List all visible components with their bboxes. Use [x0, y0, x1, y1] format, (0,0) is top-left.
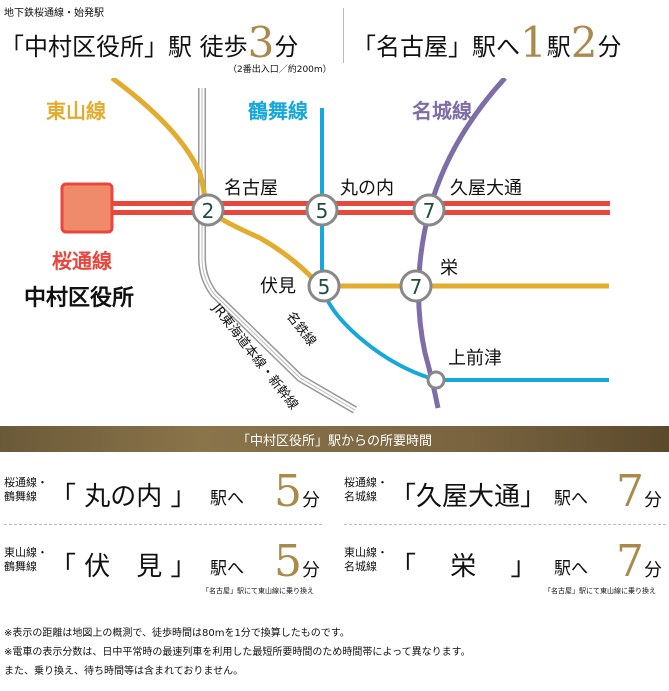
entry-minutes: 7	[616, 536, 644, 587]
station-nagoya: 2	[191, 193, 225, 227]
entry-line-1: 桜通線・	[344, 476, 388, 489]
entry-minutes: 5	[274, 536, 302, 587]
entry-station: 「 丸の内 」	[50, 482, 197, 512]
entry-minutes: 7	[616, 466, 644, 517]
time-entry-sakae: 東山線・ 名城線 「 栄 」 駅へ 7 分 「名古屋」駅にて東山線に乗り換え	[344, 540, 666, 596]
entry-unit: 分	[302, 560, 320, 581]
entry-suffix: 駅へ	[210, 559, 244, 579]
entry-line-2: 名城線	[344, 490, 377, 503]
time-entry-hisaya: 桜通線・ 名城線 「久屋大通」 駅へ 7 分	[344, 470, 666, 516]
label-sakae: 栄	[440, 258, 458, 279]
entry-station: 「久屋大通」	[390, 482, 547, 512]
header-nagoya: 「名古屋」駅へ1駅2分	[352, 22, 621, 64]
right-unit: 分	[597, 33, 622, 61]
entry-line-1: 桜通線・	[4, 476, 48, 489]
time-entry-marunouchi: 桜通線・ 鶴舞線 「 丸の内 」 駅へ 5 分	[4, 470, 324, 516]
label-tsurumai: 鶴舞線	[248, 99, 308, 123]
walk-unit: 分	[274, 33, 299, 61]
entry-note: 「名古屋」駅にて東山線に乗り換え	[202, 587, 314, 595]
label-meijo: 名城線	[412, 99, 472, 123]
label-fushimi: 伏見	[260, 276, 296, 297]
entry-lines: 桜通線・ 名城線	[344, 476, 388, 504]
label-sakuradori: 桜通線	[52, 249, 112, 273]
time-sakae: 7	[410, 275, 423, 299]
label-kamimaezu: 上前津	[448, 348, 502, 369]
footnote-3: また、乗り換え、待ち時間等は含まれておりません。	[4, 666, 244, 677]
station-fushimi: 5	[307, 269, 341, 303]
tsurumai-line	[320, 108, 609, 382]
jr-line	[198, 88, 358, 414]
right-num2: 2	[570, 18, 598, 67]
divider-left	[4, 524, 322, 525]
right-num1: 1	[520, 18, 547, 67]
time-nagoya: 2	[202, 199, 215, 223]
entry-minutes: 5	[274, 466, 302, 517]
entry-line-1: 東山線・	[344, 546, 388, 559]
footnote-1: ※表示の距離は地図上の概測で、徒歩時間は80mを1分で換算したものです。	[4, 628, 350, 639]
footnote-2: ※電車の表示分数は、日中平常時の最速列車を利用した最短所要時間のため時間帯によっ…	[4, 647, 471, 658]
entry-note: 「名古屋」駅にて東山線に乗り換え	[544, 587, 656, 595]
banner-title: 「中村区役所」駅からの所要時間	[236, 434, 432, 449]
time-entry-fushimi: 東山線・ 鶴舞線 「 伏 見 」 駅へ 5 分 「名古屋」駅にて東山線に乗り換え	[4, 540, 324, 596]
header-station-walk: 「中村区役所」駅 徒歩3分	[0, 22, 298, 64]
entry-lines: 東山線・ 名城線	[344, 546, 388, 574]
entry-station: 「 栄 」	[390, 552, 537, 582]
route-map: 2 5 7 5 7 東山線 鶴舞線 名城線 桜通線 中村区役所 名古屋 丸の内 …	[24, 78, 610, 414]
label-nakamura: 中村区役所	[24, 286, 134, 311]
station-hisaya: 7	[412, 193, 446, 227]
entry-suffix: 駅へ	[554, 559, 588, 579]
label-higashiyama: 東山線	[46, 99, 106, 123]
time-fushimi: 5	[318, 275, 331, 299]
entry-line-2: 鶴舞線	[4, 490, 37, 503]
entry-line-1: 東山線・	[4, 546, 48, 559]
entry-unit: 分	[644, 490, 662, 511]
time-marunouchi: 5	[316, 199, 329, 223]
time-hisaya: 7	[423, 199, 436, 223]
entry-station: 「 伏 見 」	[50, 552, 197, 582]
entry-unit: 分	[302, 490, 320, 511]
station-marunouchi: 5	[305, 193, 339, 227]
entry-suffix: 駅へ	[210, 489, 244, 509]
nakamura-station-block	[60, 182, 114, 234]
station-sakae: 7	[399, 269, 433, 303]
divider-right	[344, 524, 666, 525]
sakuradori-line	[110, 201, 610, 215]
walk-note: （2番出入口／約200m）	[228, 65, 332, 75]
entry-line-2: 鶴舞線	[4, 560, 37, 573]
entry-lines: 桜通線・ 鶴舞線	[4, 476, 48, 504]
header-subtitle: 地下鉄桜通線・始発駅	[4, 8, 104, 19]
label-hisaya: 久屋大通	[450, 178, 522, 199]
header-divider	[343, 8, 344, 63]
entry-suffix: 駅へ	[554, 489, 588, 509]
right-mid: 駅	[546, 33, 571, 61]
label-meitetsu: 名鉄線	[283, 309, 320, 350]
walk-number: 3	[247, 18, 275, 67]
entry-lines: 東山線・ 鶴舞線	[4, 546, 48, 574]
right-prefix: 「名古屋」駅へ	[352, 33, 520, 61]
label-nagoya: 名古屋	[224, 178, 278, 199]
entry-line-2: 名城線	[344, 560, 377, 573]
travel-time-banner	[0, 426, 669, 452]
meijo-line	[416, 78, 507, 409]
label-marunouchi: 丸の内	[340, 178, 394, 199]
header-station-main: 「中村区役所」駅 徒歩	[0, 33, 248, 61]
station-kamimaezu	[426, 370, 446, 390]
entry-unit: 分	[644, 560, 662, 581]
